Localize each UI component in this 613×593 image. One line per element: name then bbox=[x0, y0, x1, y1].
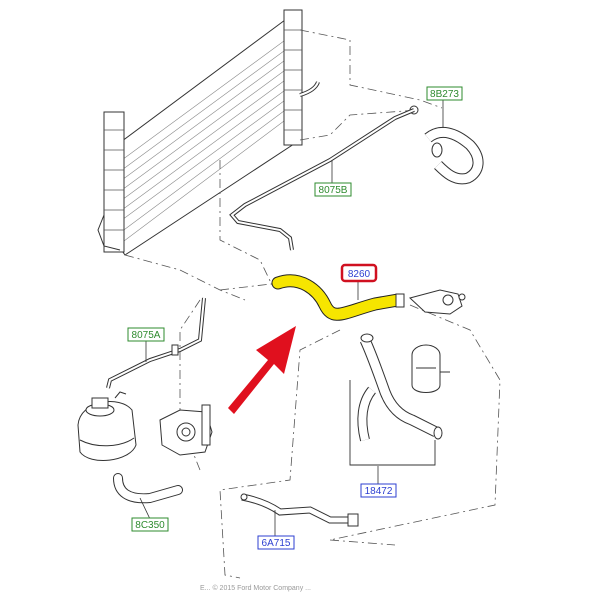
bracket-18472 bbox=[349, 380, 436, 466]
callout-8c350[interactable]: 8C350 bbox=[131, 517, 169, 532]
hose-6a715 bbox=[240, 493, 359, 527]
dashed-leader-lines bbox=[124, 29, 501, 579]
red-pointer-arrow bbox=[228, 326, 296, 414]
hose-8b273 bbox=[409, 105, 484, 185]
callout-label-8075b: 8075B bbox=[319, 185, 348, 196]
callout-8075b[interactable]: 8075B bbox=[314, 182, 352, 197]
callout-label-18472: 18472 bbox=[365, 486, 393, 497]
thermostat-housing bbox=[408, 289, 466, 315]
callout-leaders bbox=[139, 100, 444, 538]
auxiliary-pump bbox=[411, 344, 450, 393]
tube-8075b bbox=[229, 108, 415, 251]
tube-8075a bbox=[106, 297, 206, 389]
footer-copyright: E... © 2015 Ford Motor Company ... bbox=[200, 584, 311, 592]
callout-6a715[interactable]: 6A715 bbox=[257, 535, 295, 550]
callout-18472[interactable]: 18472 bbox=[360, 483, 397, 498]
callout-8260[interactable]: 8260 bbox=[340, 263, 378, 283]
callout-label-8260: 8260 bbox=[348, 269, 371, 280]
hose-8c350 bbox=[113, 473, 183, 504]
callout-8075a[interactable]: 8075A bbox=[127, 327, 165, 342]
callout-label-8b273: 8B273 bbox=[430, 89, 459, 100]
callout-label-8075a: 8075A bbox=[132, 330, 161, 341]
water-outlet-housing bbox=[159, 404, 213, 456]
callout-8b273[interactable]: 8B273 bbox=[426, 86, 463, 101]
callout-label-6a715: 6A715 bbox=[262, 538, 291, 549]
callout-label-8c350: 8C350 bbox=[135, 520, 165, 531]
radiator bbox=[97, 9, 320, 256]
hose-8260-highlighted bbox=[271, 274, 405, 321]
hose-assembly-18472 bbox=[357, 333, 443, 442]
expansion-tank bbox=[77, 391, 137, 461]
